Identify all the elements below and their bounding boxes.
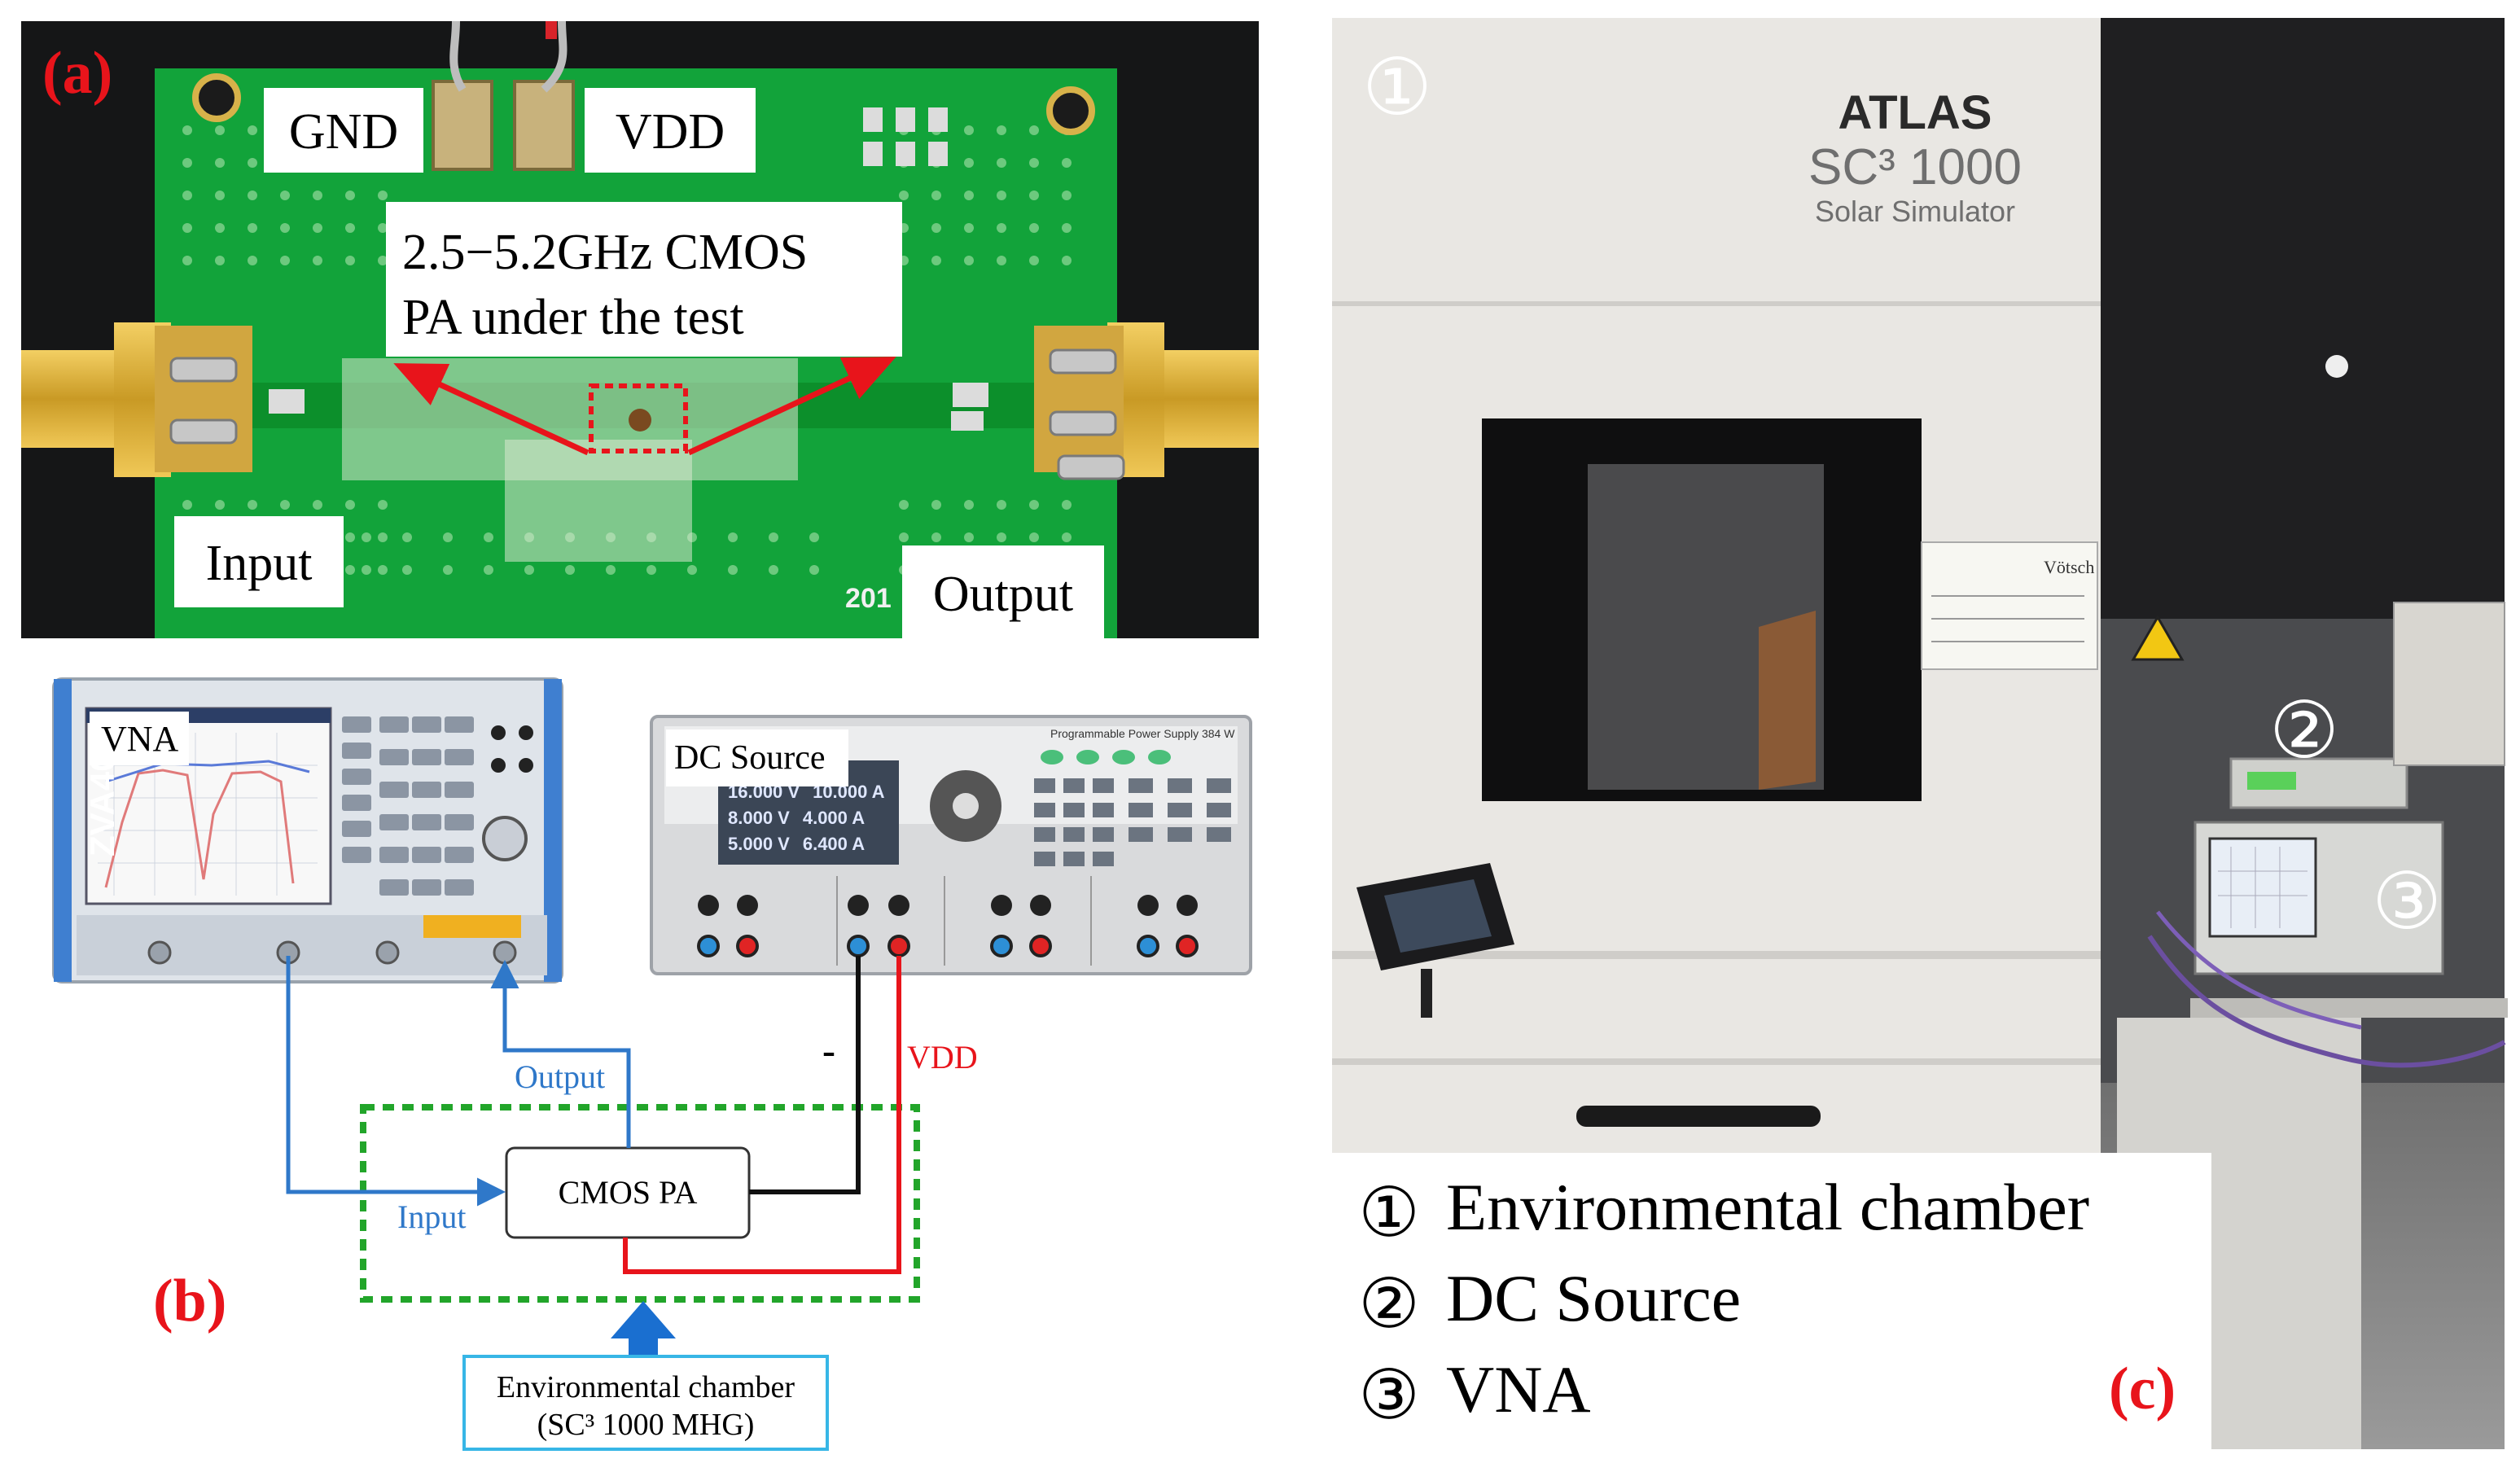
marker-3: ③	[2372, 858, 2442, 945]
vna-instrument: ZVA40 VNA	[52, 677, 563, 984]
vna-model-badge: ZVA40	[83, 752, 121, 856]
input-wire	[286, 956, 506, 1207]
marker-2: ②	[2269, 687, 2339, 774]
vdd-label-box	[585, 88, 756, 173]
input-wire-label: Input	[397, 1198, 466, 1235]
chamber-caption-line2: (SC³ 1000 MHG)	[537, 1408, 755, 1442]
gnd-label-box	[264, 88, 423, 173]
cmos-pa-label: CMOS PA	[559, 1174, 698, 1211]
legend-item-3: ③ VNA	[1358, 1352, 1590, 1433]
dc-wire-pads	[432, 20, 575, 171]
legend-text-1: Environmental chamber	[1446, 1170, 2089, 1244]
vna-label-box	[90, 712, 189, 765]
mounting-hole	[192, 73, 241, 122]
smd-components	[269, 107, 988, 431]
lab-bench	[2190, 998, 2508, 1018]
mounting-hole	[1046, 86, 1095, 135]
device-label-box	[386, 202, 902, 357]
rf-cables	[2147, 935, 2506, 1068]
legend-item-1: ① Environmental chamber	[1358, 1170, 2089, 1251]
chamber-handle	[1576, 1106, 1821, 1127]
panel-c-tag: (c)	[2109, 1356, 2176, 1422]
vna-label: VNA	[101, 719, 179, 759]
output-wire	[490, 960, 631, 1148]
panel-b-tag: (b)	[153, 1268, 226, 1334]
device-label-line1: 2.5−5.2GHz CMOS	[402, 225, 808, 280]
pcb-vias	[182, 125, 1072, 575]
legend-num-2: ②	[1358, 1265, 1419, 1342]
sticker-brand: Vötsch	[2044, 557, 2094, 577]
chamber-sticker	[1921, 541, 2098, 670]
chip-highlight-box	[589, 383, 688, 453]
dc-channel-buttons	[1041, 750, 1171, 764]
connector-pins	[169, 348, 1125, 480]
dc-title: Programmable Power Supply 384 W	[1050, 727, 1235, 740]
chamber-model-subtitle: Solar Simulator	[1815, 195, 2015, 228]
output-label-box	[902, 545, 1104, 638]
legend-item-2: ② DC Source	[1358, 1261, 1741, 1342]
vna-knob	[482, 816, 528, 861]
arrow-to-input	[393, 363, 589, 456]
panel-c-photo: ATLAS SC³ 1000 Solar Simulator Vötsch ① …	[1332, 18, 2508, 1449]
legend-box	[1332, 1153, 2211, 1449]
warning-sign	[2131, 614, 2185, 661]
ground-wire-label: -	[822, 1029, 835, 1072]
dc-keypad	[1034, 778, 1231, 866]
chamber-caption-line1: Environmental chamber	[497, 1370, 795, 1404]
vdd-label: VDD	[616, 104, 725, 160]
input-label: Input	[206, 536, 313, 591]
ground-wire	[749, 956, 861, 1194]
gnd-label: GND	[289, 104, 398, 160]
wall-cabinet	[2393, 602, 2505, 766]
legend-num-3: ③	[1358, 1356, 1419, 1433]
panel-a-photo: GND VDD 2.5−5.2GHz CMOS PA under the tes…	[21, 20, 1259, 638]
chamber-arrow	[611, 1301, 676, 1356]
chamber-boundary	[360, 1104, 920, 1303]
output-wire-label: Output	[515, 1058, 605, 1095]
legend-text-2: DC Source	[1446, 1261, 1741, 1335]
marker-1: ①	[1362, 44, 1432, 131]
pcb-silkscreen-year: 201	[845, 583, 892, 614]
dc-source-label: DC Source	[674, 739, 825, 777]
vna-keypad	[342, 716, 474, 896]
chamber-model: SC³ 1000	[1808, 139, 2022, 195]
legend-text-3: VNA	[1446, 1352, 1591, 1426]
vdd-wire	[623, 956, 901, 1274]
vdd-wire-label: VDD	[907, 1039, 978, 1076]
panel-a-tag: (a)	[42, 40, 112, 107]
panel-b-schematic: ZVA40 VNA	[52, 677, 1252, 1451]
vna-trace	[104, 769, 295, 888]
ceiling-camera	[2325, 355, 2348, 378]
dc-terminals	[697, 895, 1199, 957]
output-label: Output	[933, 567, 1073, 622]
legend-num-1: ①	[1358, 1174, 1419, 1251]
chamber-brand: ATLAS	[1838, 86, 1992, 139]
chamber-caption-box	[462, 1355, 829, 1451]
pa-chip	[629, 409, 651, 432]
sma-connector-input	[21, 322, 252, 477]
arrow-to-output	[687, 357, 896, 456]
device-label-line2: PA under the test	[402, 290, 744, 345]
input-label-box	[174, 516, 344, 607]
dc-label-box	[666, 729, 848, 786]
